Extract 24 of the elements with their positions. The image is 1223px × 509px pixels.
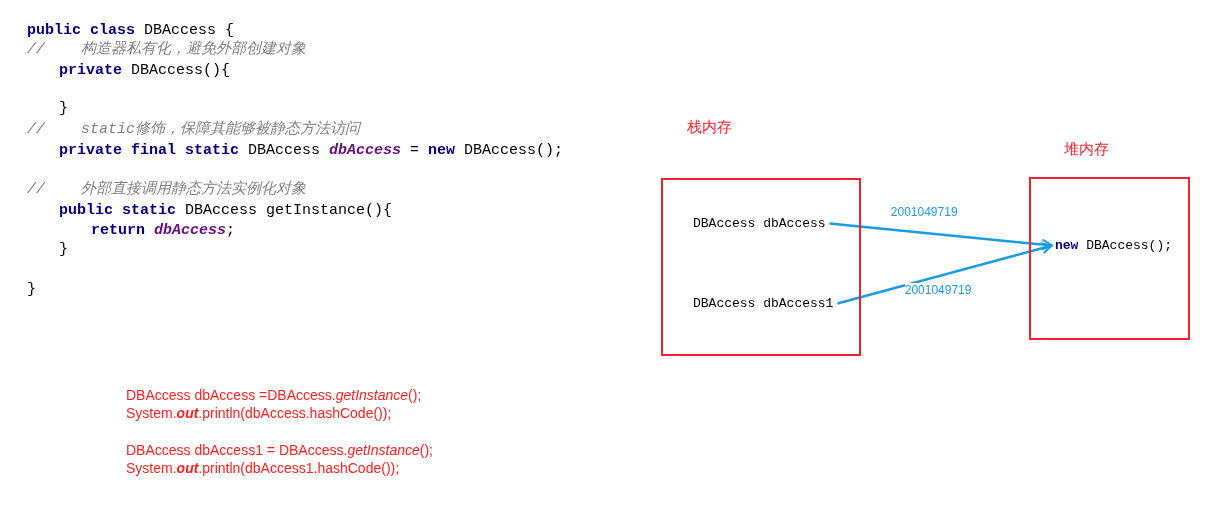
code-comment: // 构造器私有化，避免外部创建对象 [27, 41, 306, 59]
memory-heading: 栈内存 [687, 118, 732, 137]
code-line: private DBAccess(){ [59, 62, 231, 80]
code-line: } [59, 241, 68, 259]
code-line: public class DBAccess { [27, 22, 235, 40]
memory-heading: 堆内存 [1064, 140, 1109, 159]
code-line: System.out.println(dbAccess.hashCode()); [126, 405, 392, 422]
code-comment: // static修饰，保障其能够被静态方法访问 [27, 121, 361, 139]
code-line: } [59, 100, 68, 118]
arrow [829, 222, 1053, 251]
code-line: return dbAccess; [91, 222, 236, 240]
edge-label: 2001049719 [904, 282, 972, 297]
code-line: } [27, 281, 36, 299]
code-line: System.out.println(dbAccess1.hashCode()); [126, 460, 400, 477]
code-line: DBAccess dbAccess1 = DBAccess.getInstance(); [126, 442, 433, 459]
code-line: public static DBAccess getInstance(){ [59, 202, 393, 220]
arrow [837, 242, 1053, 305]
variable-text: DBAccess dbAccess [693, 216, 826, 231]
code-comment: // 外部直接调用静态方法实例化对象 [27, 181, 306, 199]
code-line: private final static DBAccess dbAccess = new DBAccess(); [59, 142, 564, 160]
variable-text: DBAccess dbAccess1 [693, 296, 834, 311]
edge-label: 2001049719 [890, 204, 958, 219]
code-line: DBAccess dbAccess =DBAccess.getInstance(); [126, 387, 422, 404]
object-text: new DBAccess(); [1055, 238, 1173, 253]
